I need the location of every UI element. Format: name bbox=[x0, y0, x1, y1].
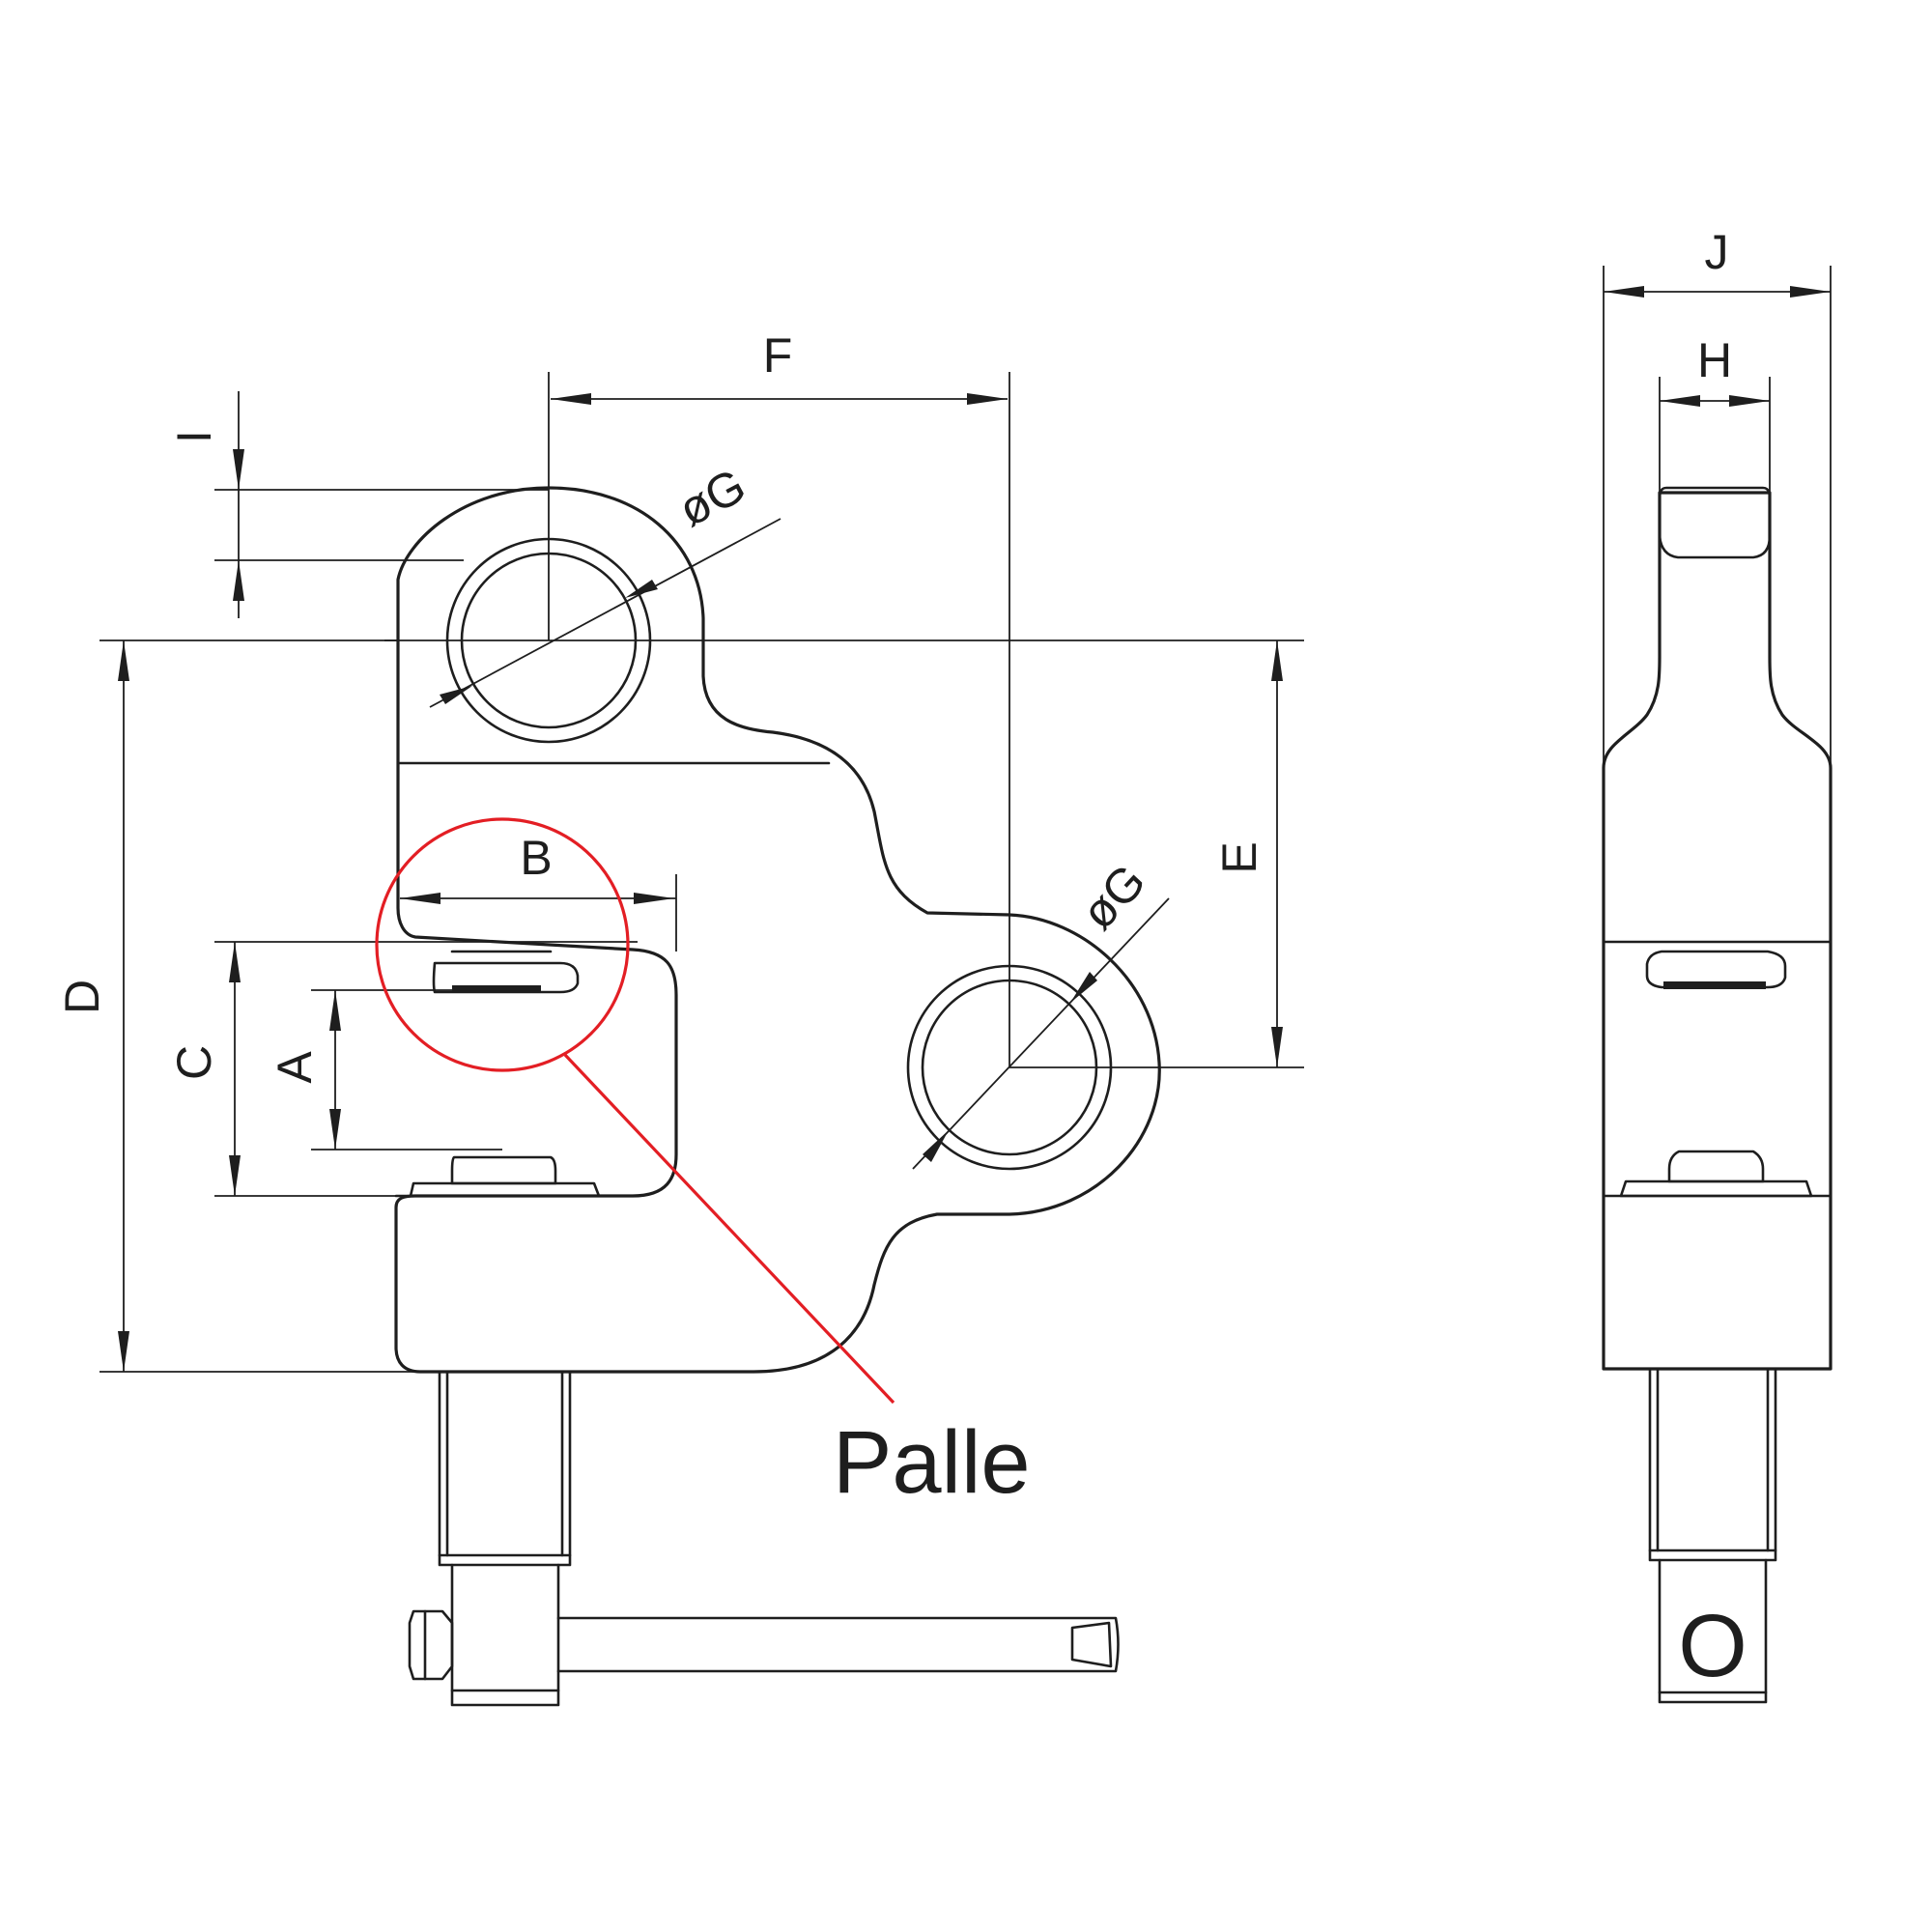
upper-pad bbox=[432, 961, 580, 994]
side-top-cap bbox=[1658, 486, 1772, 559]
clamp-body-outline bbox=[394, 486, 1161, 1374]
dimension-arrow-D-top bbox=[118, 640, 129, 681]
dimension-arrow-H-right bbox=[1729, 395, 1770, 407]
dimension-arrow-J-left bbox=[1604, 286, 1644, 298]
front-view: F I øG øG B C A bbox=[55, 328, 1304, 1707]
callout-circle bbox=[375, 817, 630, 1072]
screw-head bbox=[450, 1563, 560, 1707]
label-G-bottom: øG bbox=[1070, 854, 1155, 940]
lower-pad-base bbox=[409, 1181, 601, 1198]
side-view: O J H bbox=[1602, 225, 1833, 1704]
callout-leader-line bbox=[563, 1053, 895, 1405]
dimension-arrow-E-bottom bbox=[1271, 1027, 1283, 1067]
dimension-arrow-J-right bbox=[1790, 286, 1831, 298]
t-handle-bar bbox=[556, 1616, 1120, 1673]
dimension-arrow-G-bottom-1 bbox=[923, 1130, 949, 1162]
dimension-arrow-H-left bbox=[1660, 395, 1700, 407]
dimension-line-G-top bbox=[429, 518, 781, 708]
dimension-arrow-B-right bbox=[634, 893, 674, 904]
label-H: H bbox=[1697, 333, 1732, 387]
screw-shaft bbox=[438, 1370, 572, 1567]
t-handle-nut bbox=[408, 1609, 454, 1681]
dimension-arrow-C-bottom bbox=[229, 1155, 241, 1196]
dimension-line-G-bottom bbox=[912, 897, 1170, 1170]
dimension-arrow-D-bottom bbox=[118, 1331, 129, 1372]
label-O: O bbox=[1678, 1597, 1747, 1695]
dimension-arrow-G-top-1 bbox=[440, 686, 472, 704]
side-screw-head bbox=[1658, 1558, 1768, 1704]
side-lower-pad bbox=[1667, 1150, 1765, 1183]
side-body-outline bbox=[1602, 491, 1833, 1371]
side-upper-pad-shadow bbox=[1663, 981, 1766, 989]
dimension-arrow-E-top bbox=[1271, 640, 1283, 681]
label-A: A bbox=[268, 1051, 322, 1084]
label-F: F bbox=[763, 328, 793, 383]
side-lower-pad-base bbox=[1619, 1179, 1813, 1198]
label-I: I bbox=[167, 430, 221, 443]
dimension-arrow-F-left bbox=[551, 393, 591, 405]
dimension-arrow-A-top bbox=[329, 990, 341, 1031]
dimension-arrow-F-right bbox=[967, 393, 1008, 405]
upper-pad-shadow bbox=[452, 985, 541, 993]
dimension-arrow-B-left bbox=[400, 893, 440, 904]
t-handle-grip bbox=[1070, 1621, 1113, 1668]
label-C: C bbox=[167, 1045, 221, 1080]
dimension-arrow-I-top bbox=[233, 449, 244, 490]
label-G-top: øG bbox=[669, 458, 754, 537]
label-B: B bbox=[520, 831, 552, 885]
lower-pad bbox=[450, 1155, 557, 1185]
label-J: J bbox=[1705, 225, 1729, 279]
callout-label: Palle bbox=[833, 1413, 1031, 1512]
label-D: D bbox=[55, 980, 109, 1014]
dimension-arrow-I-bottom bbox=[233, 560, 244, 601]
dimension-arrow-C-top bbox=[229, 942, 241, 982]
dimension-arrow-A-bottom bbox=[329, 1109, 341, 1150]
side-screw-shaft bbox=[1648, 1367, 1777, 1562]
dimension-arrow-G-bottom-2 bbox=[1070, 972, 1097, 1003]
side-upper-pad bbox=[1645, 950, 1787, 989]
dimension-arrow-G-top-2 bbox=[625, 580, 658, 598]
label-E: E bbox=[1212, 841, 1266, 873]
